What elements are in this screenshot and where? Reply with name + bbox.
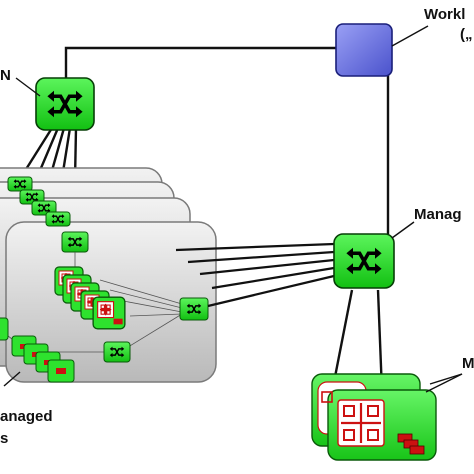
link-managed-switch-node-a [332, 289, 354, 383]
links-to-managed-switch [175, 242, 335, 308]
callout-lines [3, 25, 463, 393]
managed-switch-label: Manag [414, 206, 462, 223]
node-card-5 [92, 296, 126, 330]
unmanaged-disk-cards [0, 317, 75, 383]
rack-switches [7, 176, 89, 253]
managed-nodes [311, 373, 437, 461]
workload-label-line2: („ [460, 26, 473, 43]
left-core-switch [35, 77, 95, 131]
rack-switch-4 [45, 211, 71, 227]
unmanaged-cluster-stack [0, 167, 217, 383]
callout-unmanaged [3, 371, 21, 387]
rack-switch-front-top [61, 231, 89, 253]
managed-switch [333, 233, 395, 289]
callout-managed-nodes-a [425, 373, 463, 393]
unmanaged-label-line2: s [0, 430, 9, 447]
front-panel-switch-right [179, 297, 209, 321]
disk-card-left-edge [0, 317, 9, 341]
workload-server [335, 23, 393, 77]
left-switch-label: N [0, 67, 11, 84]
disk-stack-icon [397, 433, 425, 455]
callout-workload [391, 25, 429, 47]
link-left-switch-to-workload [64, 46, 338, 100]
node-grid-icon [321, 391, 385, 447]
unmanaged-label-line1: anaged [0, 408, 53, 425]
rack-switch-1 [7, 176, 33, 192]
callout-left-switch [15, 77, 41, 97]
managed-nodes-label: M [462, 355, 474, 372]
front-panel-switch-bottom [103, 341, 131, 363]
workload-label-line1: Workl [424, 6, 466, 23]
disk-card-4 [47, 359, 75, 383]
callout-managed-switch [391, 221, 415, 239]
callout-managed-nodes-b [429, 373, 463, 385]
